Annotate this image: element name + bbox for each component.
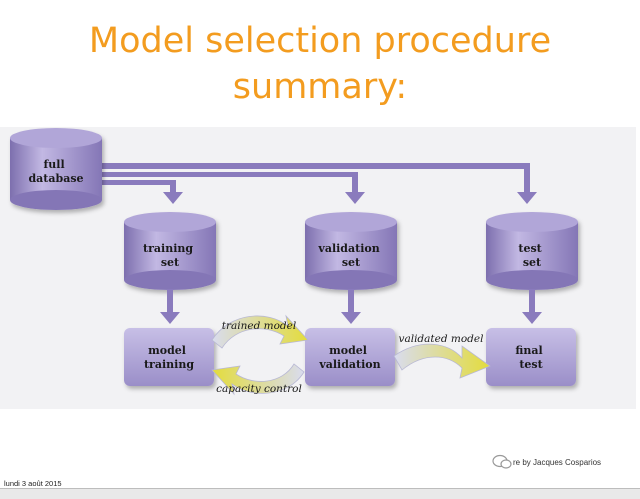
title-line-1: Model selection procedure: [88, 21, 552, 61]
capacity-control-label: capacity control: [216, 383, 302, 395]
image-credit: re by Jacques Cosparios: [513, 458, 602, 467]
model-training-label: model training: [144, 344, 194, 371]
trained-model-label: trained model: [222, 320, 296, 332]
test-set-label: test set: [518, 242, 545, 269]
test-set-cylinder: [486, 212, 578, 290]
final-test-label: final test: [515, 344, 546, 371]
model-selection-diagram: full database training set validation se…: [10, 128, 578, 396]
slide: Model selection procedure summary:: [0, 18, 640, 488]
set-to-box-arrows: [160, 289, 542, 324]
distribution-pipes: [98, 163, 530, 196]
trained-model-arrow: [211, 314, 309, 349]
slide-date: lundi 3 août 2015: [4, 479, 62, 488]
pipe-arrowheads: [163, 192, 537, 204]
validation-set-label: validation set: [317, 242, 383, 269]
model-validation-box: [305, 328, 395, 386]
full-database-label: full database: [28, 158, 83, 185]
training-set-cylinder: [124, 212, 216, 290]
validated-model-arrow: [393, 343, 491, 379]
title-line-2: summary:: [232, 67, 408, 107]
training-set-label: training set: [143, 242, 197, 269]
final-test-box: [486, 328, 576, 386]
model-training-box: [124, 328, 214, 386]
slide-title: Model selection procedure summary:: [0, 18, 640, 110]
capacity-control-arrow: [211, 363, 305, 396]
chat-bubble-icon: [492, 454, 512, 469]
presentation-footer-bar: [0, 488, 640, 499]
validation-set-cylinder: [305, 212, 397, 290]
full-database-cylinder: [10, 128, 102, 210]
model-validation-label: model validation: [318, 344, 380, 371]
validated-model-label: validated model: [399, 333, 484, 345]
